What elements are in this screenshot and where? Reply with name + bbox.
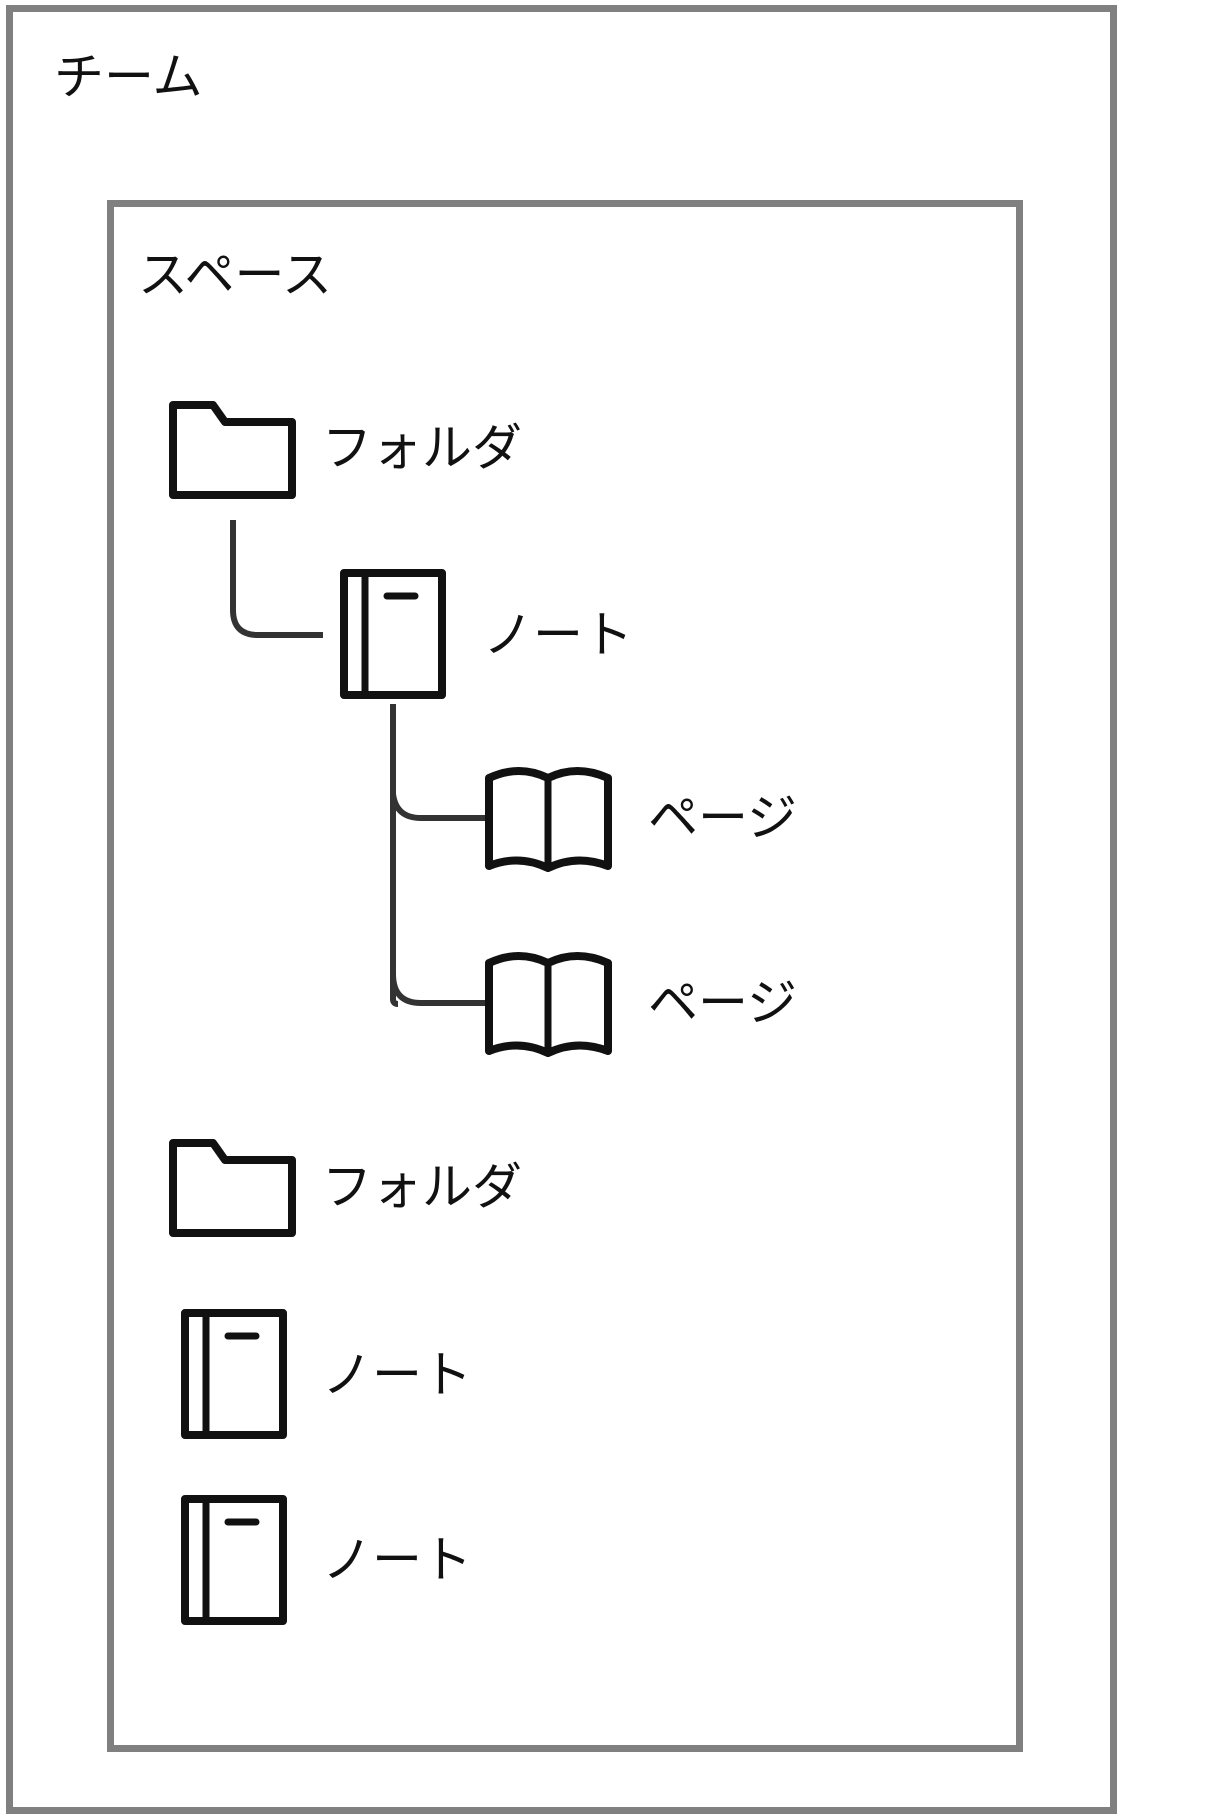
folder-label: フォルダ xyxy=(322,419,522,477)
page-label: ページ xyxy=(648,789,797,847)
team-label: チーム xyxy=(54,48,203,106)
tree-connector xyxy=(230,520,323,638)
note-label: ノート xyxy=(483,606,633,664)
notebook-icon xyxy=(340,569,446,699)
open-book-icon xyxy=(485,952,612,1057)
space-label: スペース xyxy=(138,246,332,304)
space-container xyxy=(107,200,1023,1752)
notebook-icon xyxy=(181,1495,287,1625)
tree-connector xyxy=(390,704,486,1007)
open-book-icon xyxy=(485,767,612,872)
page-label: ページ xyxy=(648,974,797,1032)
folder-icon xyxy=(169,401,296,499)
folder-icon xyxy=(169,1139,296,1237)
folder-label: フォルダ xyxy=(322,1158,522,1216)
notebook-icon xyxy=(181,1309,287,1439)
note-label: ノート xyxy=(322,1346,472,1404)
note-label: ノート xyxy=(322,1531,472,1589)
